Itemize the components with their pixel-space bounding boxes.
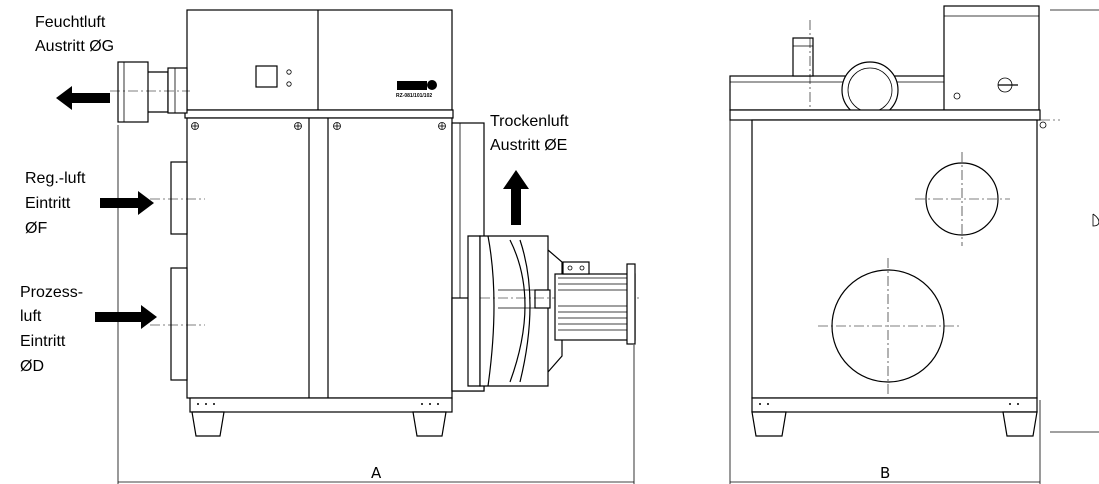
process-air-label-3: Eintritt	[20, 333, 66, 350]
labels: Feuchtluft Austritt ØG Trockenluft Austr…	[20, 14, 569, 375]
arrow-left-icon	[56, 86, 110, 110]
front-base	[189, 397, 453, 437]
svg-text:B: B	[880, 464, 890, 482]
process-air-label-1: Prozess-	[20, 284, 83, 301]
fan-housing	[467, 235, 640, 387]
dry-air-label-2: Austritt ØE	[490, 137, 567, 154]
moist-air-label-1: Feuchtluft	[35, 14, 106, 31]
reg-air-label-2: Eintritt	[25, 195, 71, 212]
arrow-up-icon	[503, 170, 529, 225]
fan-motor	[554, 261, 636, 345]
process-air-label-2: luft	[20, 308, 42, 325]
brand-logo: RZ-081/101/102	[396, 80, 437, 99]
moist-air-label-2: Austritt ØG	[35, 38, 114, 55]
main-switch-icon	[997, 77, 1018, 93]
control-box	[186, 9, 453, 111]
dry-air-label-1: Trockenluft	[490, 113, 569, 130]
airflow-arrows	[56, 86, 529, 329]
main-cabinet	[186, 117, 453, 399]
reg-air-label-3: ØF	[25, 220, 47, 237]
reg-air-inlet	[170, 161, 188, 235]
arrow-right-icon	[95, 305, 157, 329]
control-display	[255, 65, 278, 88]
side-control-box	[943, 5, 1040, 111]
side-view: B	[729, 5, 1099, 484]
reg-air-opening	[925, 162, 999, 236]
moist-air-nozzle	[110, 61, 190, 123]
arrow-right-icon	[100, 191, 154, 215]
process-air-label-4: ØD	[20, 358, 44, 375]
svg-text:A: A	[371, 464, 382, 482]
front-view: RZ-081/101/102	[110, 9, 640, 484]
process-air-inlet	[170, 267, 188, 381]
reg-air-label-1: Reg.-luft	[25, 170, 86, 187]
dimension-a: A	[117, 125, 635, 484]
dimension-b: B	[729, 120, 1041, 484]
model-label: RZ-081/101/102	[396, 93, 432, 99]
